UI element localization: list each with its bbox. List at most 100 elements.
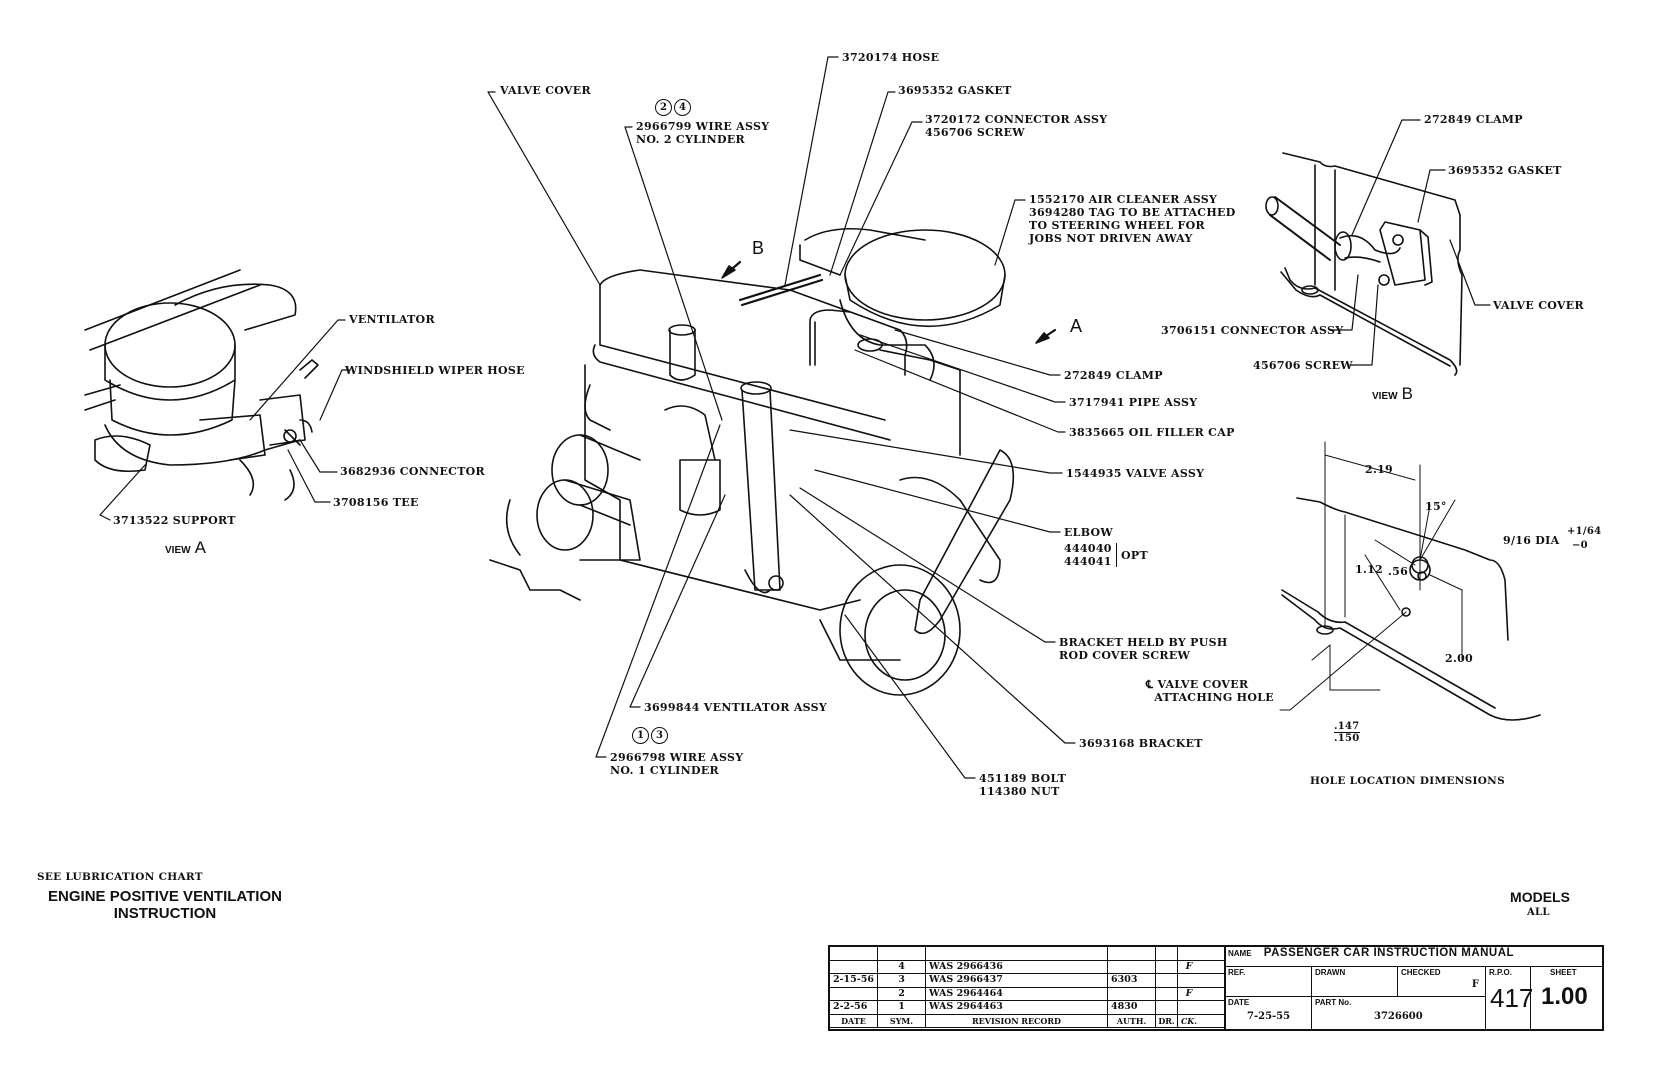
circle-4: 4 (674, 99, 691, 116)
view-a-drawing (84, 269, 319, 501)
dim-56: .56 (1388, 565, 1409, 578)
drawn-label: DRAWN (1315, 968, 1346, 977)
see-lubrication-note: SEE LUBRICATION CHART (37, 871, 203, 883)
revision-cell-dr (1156, 987, 1178, 1000)
sheet-value: 1.00 (1541, 983, 1588, 1010)
view-a-callout-connector: 3682936 CONNECTOR (340, 465, 486, 478)
callout-oil-filler-cap: 3835665 OIL FILLER CAP (1069, 426, 1235, 439)
revision-cell-auth (1108, 947, 1156, 960)
revision-cell-sym (878, 947, 926, 960)
circle-3: 3 (651, 727, 668, 744)
callout-air-cleaner: 1552170 AIR CLEANER ASSY 3694280 TAG TO … (1029, 193, 1236, 245)
revision-row (830, 947, 1224, 961)
view-b-leader-lines (1329, 119, 1491, 366)
callout-ventilator-assy: 3699844 VENTILATOR ASSY (644, 701, 828, 714)
view-a-callout-ventilator: VENTILATOR (349, 313, 435, 326)
revision-cell-date (830, 960, 878, 973)
view-a-leader-lines (99, 319, 351, 521)
view-a-letter: A (194, 538, 206, 557)
view-b-label-text: VIEW (1372, 391, 1398, 402)
view-a-callout-wiper-hose: WINDSHIELD WIPER HOSE (345, 364, 525, 377)
revision-cell-auth: 6303 (1108, 974, 1156, 987)
callout-hose: 3720174 HOSE (842, 51, 940, 64)
revision-cell-record: WAS 2966437 (926, 974, 1108, 987)
part-no-cell: PART No. 3726600 (1311, 996, 1485, 1031)
circle-2: 2 (655, 99, 672, 116)
callout-clamp: 272849 CLAMP (1064, 369, 1163, 382)
revision-cell-ck (1178, 1001, 1200, 1014)
elbow-bracket-divider (1116, 543, 1119, 567)
models-label: MODELS (1510, 889, 1570, 905)
cylinder-circles-1-3: 1 3 (632, 727, 668, 744)
circle-1: 1 (632, 727, 649, 744)
revision-cell-dr (1156, 947, 1178, 960)
callout-valve-cover: VALVE COVER (500, 84, 591, 97)
revision-header-record: REVISION RECORD (926, 1014, 1108, 1027)
dim-tol-plus: +1/64 (1567, 526, 1602, 537)
models-value: ALL (1527, 907, 1550, 918)
view-a-callout-tee: 3708156 TEE (333, 496, 419, 509)
revision-cell-date (830, 947, 878, 960)
view-b-callout-gasket: 3695352 GASKET (1448, 164, 1562, 177)
date-label: DATE (1228, 998, 1250, 1007)
revision-cell-record (926, 947, 1108, 960)
revision-header-auth: AUTH. (1108, 1014, 1156, 1027)
checked-cell: CHECKED F (1397, 966, 1485, 996)
callout-pipe-assy: 3717941 PIPE ASSY (1069, 396, 1198, 409)
revision-cell-sym: 3 (878, 974, 926, 987)
view-arrow-a-label: A (1070, 316, 1083, 336)
revision-cell-date: 2-15-56 (830, 974, 878, 987)
revision-cell-auth (1108, 987, 1156, 1000)
rpo-cell: R.P.O. 417 (1485, 966, 1534, 1031)
sheet-cell: SHEET 1.00 (1530, 966, 1604, 1031)
callout-connector-assy-screw: 3720172 CONNECTOR ASSY 456706 SCREW (925, 113, 1108, 139)
callout-gasket: 3695352 GASKET (898, 84, 1012, 97)
view-arrow-b-label: B (752, 238, 765, 258)
tol-top: .147 (1334, 721, 1360, 733)
dim-tol-minus: −0 (1572, 540, 1588, 551)
revision-cell-sym: 2 (878, 987, 926, 1000)
drawn-cell: DRAWN (1311, 966, 1397, 996)
revision-cell-dr (1156, 960, 1178, 973)
dim-hole-dia: 9/16 DIA (1503, 534, 1560, 547)
revision-cell-sym: 1 (878, 1001, 926, 1014)
hole-location-drawing (1279, 441, 1541, 721)
view-b-callout-connector-assy: 3706151 CONNECTOR ASSY (1161, 324, 1344, 337)
dim-angle-15: 15° (1425, 500, 1447, 513)
revision-cell-auth (1108, 960, 1156, 973)
view-b-letter: B (1401, 384, 1413, 403)
revision-cell-ck (1178, 947, 1200, 960)
hole-location-title: HOLE LOCATION DIMENSIONS (1310, 775, 1505, 787)
callout-wire-assy-no2: 2966799 WIRE ASSY NO. 2 CYLINDER (636, 120, 770, 146)
revision-cell-record: WAS 2964463 (926, 1001, 1108, 1014)
rpo-label: R.P.O. (1489, 968, 1512, 977)
document-title-line2: INSTRUCTION (113, 905, 217, 922)
callout-elbow-part-numbers: 444040 444041 (1064, 542, 1112, 568)
ref-cell: REF. (1224, 966, 1311, 996)
dim-2-00: 2.00 (1445, 652, 1473, 665)
revision-cell-date: 2-2-56 (830, 1001, 878, 1014)
view-b-drawing (1265, 152, 1463, 376)
part-no-value: 3726600 (1374, 1011, 1423, 1022)
checked-value: F (1471, 979, 1479, 990)
rpo-value: 417 (1490, 983, 1534, 1013)
callout-elbow-opt: OPT (1121, 549, 1148, 562)
revision-cell-dr (1156, 974, 1178, 987)
revision-cell-sym: 4 (878, 960, 926, 973)
date-cell: DATE 7-25-55 (1224, 996, 1311, 1031)
revision-header-dr: DR. (1156, 1014, 1178, 1027)
revision-header-date: DATE (830, 1014, 878, 1027)
centerline-note: ℄ VALVE COVER ATTACHING HOLE (1146, 678, 1274, 704)
checked-label: CHECKED (1401, 968, 1441, 977)
callout-elbow: ELBOW (1064, 526, 1114, 539)
main-engine-drawing (489, 227, 1057, 696)
name-label: NAME (1228, 948, 1252, 958)
callout-valve-assy: 1544935 VALVE ASSY (1066, 467, 1205, 480)
title-block-name-row: NAME PASSENGER CAR INSTRUCTION MANUAL (1224, 945, 1604, 967)
